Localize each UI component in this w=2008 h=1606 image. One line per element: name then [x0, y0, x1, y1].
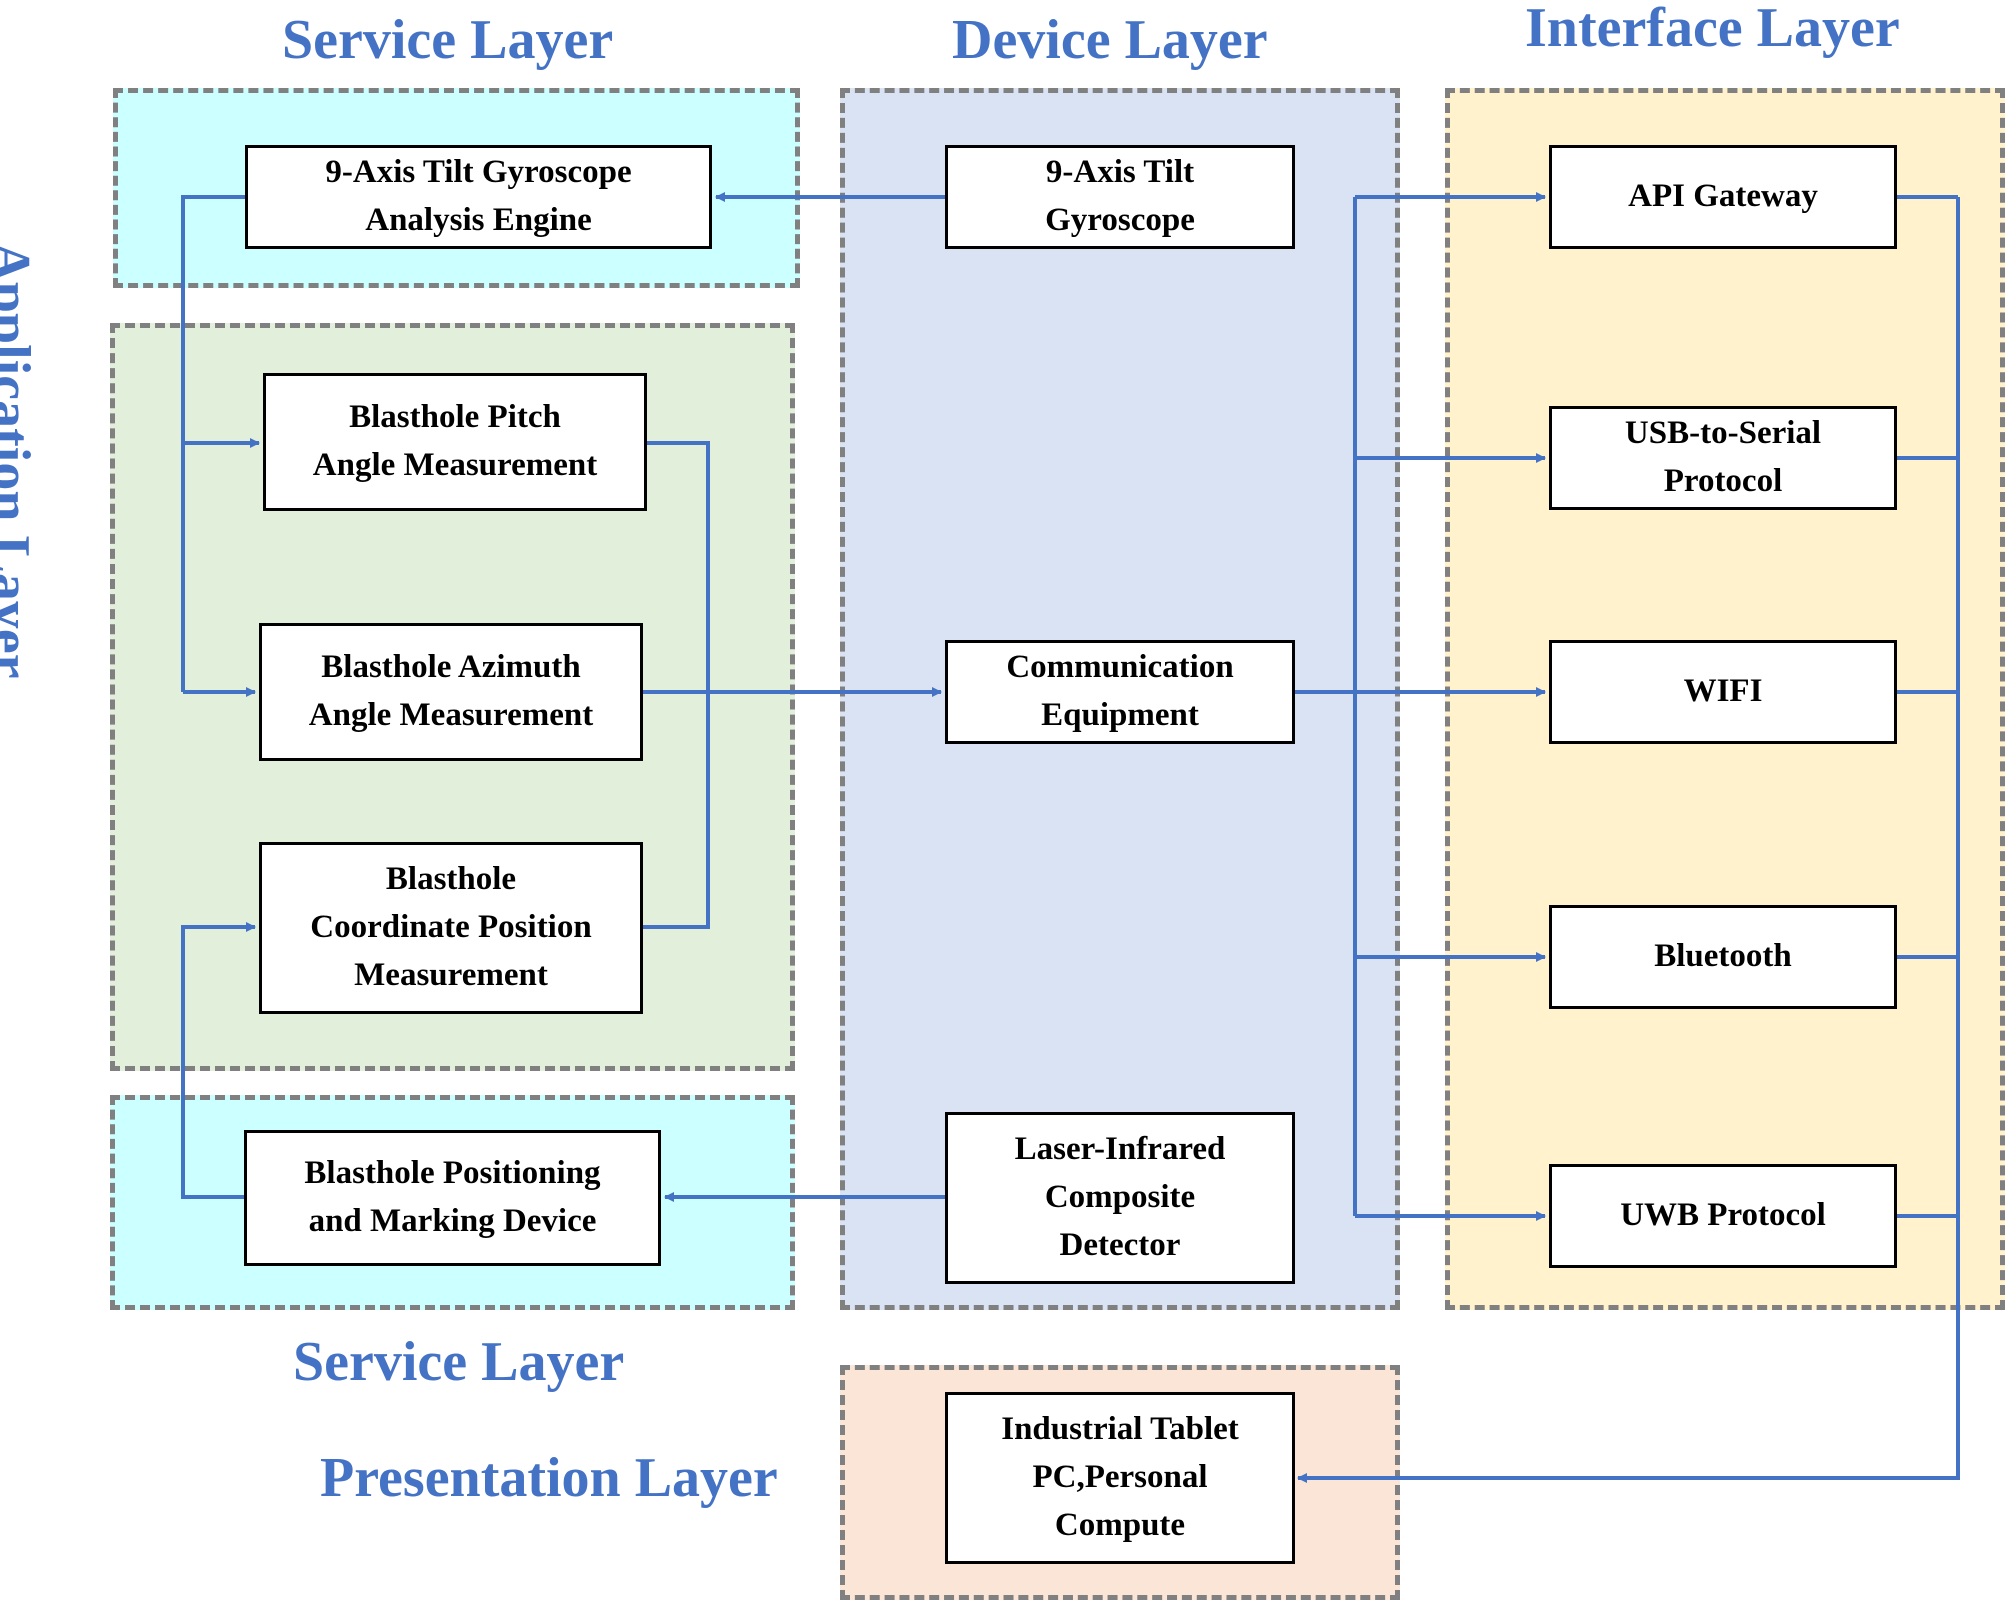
bluetooth-node: Bluetooth: [1549, 905, 1897, 1009]
laser-detector-node: Laser-Infrared Composite Detector: [945, 1112, 1295, 1284]
laser-detector-text: Laser-Infrared Composite Detector: [1014, 1131, 1226, 1263]
wifi-node: WIFI: [1549, 640, 1897, 744]
analysis-engine-text: 9-Axis Tilt Gyroscope Analysis Engine: [325, 154, 632, 238]
analysis-engine-node: 9-Axis Tilt Gyroscope Analysis Engine: [245, 145, 712, 249]
gyroscope-node: 9-Axis Tilt Gyroscope: [945, 145, 1295, 249]
pitch-angle-text: Blasthole Pitch Angle Measurement: [312, 399, 598, 483]
marking-device-text: Blasthole Positioning and Marking Device: [304, 1155, 601, 1239]
service-layer-bottom-label: Service Layer: [293, 1331, 625, 1393]
wifi-text: WIFI: [1683, 673, 1763, 710]
uwb-protocol-node: UWB Protocol: [1549, 1164, 1897, 1268]
usb-serial-text: USB-to-Serial Protocol: [1624, 415, 1822, 499]
tablet-pc-text: Industrial Tablet PC,Personal Compute: [1001, 1411, 1239, 1543]
azimuth-angle-text: Blasthole Azimuth Angle Measurement: [308, 649, 594, 733]
service-layer-top-label: Service Layer: [282, 9, 614, 71]
arrow-interface-to-tablet: [1297, 197, 1960, 1483]
api-gateway-text: API Gateway: [1628, 178, 1818, 215]
device-layer-label: Device Layer: [952, 9, 1268, 71]
line-engine-trunk: [181, 195, 245, 692]
coordinate-position-text: Blasthole Coordinate Position Measuremen…: [310, 861, 592, 993]
communication-equipment-node: Communication Equipment: [945, 640, 1295, 744]
azimuth-angle-node: Blasthole Azimuth Angle Measurement: [259, 623, 643, 761]
uwb-protocol-text: UWB Protocol: [1620, 1197, 1826, 1234]
arrow-marking-to-coordinate: [181, 922, 256, 1199]
usb-serial-node: USB-to-Serial Protocol: [1549, 406, 1897, 510]
interface-layer-label: Interface Layer: [1525, 0, 1900, 59]
line-pitch-bus: [643, 441, 710, 929]
tablet-pc-node: Industrial Tablet PC,Personal Compute: [945, 1392, 1295, 1564]
communication-equipment-text: Communication Equipment: [1006, 649, 1234, 733]
presentation-layer-label: Presentation Layer: [320, 1447, 778, 1509]
pitch-angle-node: Blasthole Pitch Angle Measurement: [263, 373, 647, 511]
bluetooth-text: Bluetooth: [1654, 938, 1792, 975]
api-gateway-node: API Gateway: [1549, 145, 1897, 249]
application-layer-label: Application Layer: [0, 241, 41, 679]
marking-device-node: Blasthole Positioning and Marking Device: [244, 1130, 661, 1266]
coordinate-position-node: Blasthole Coordinate Position Measuremen…: [259, 842, 643, 1014]
gyroscope-text: 9-Axis Tilt Gyroscope: [1045, 154, 1195, 238]
